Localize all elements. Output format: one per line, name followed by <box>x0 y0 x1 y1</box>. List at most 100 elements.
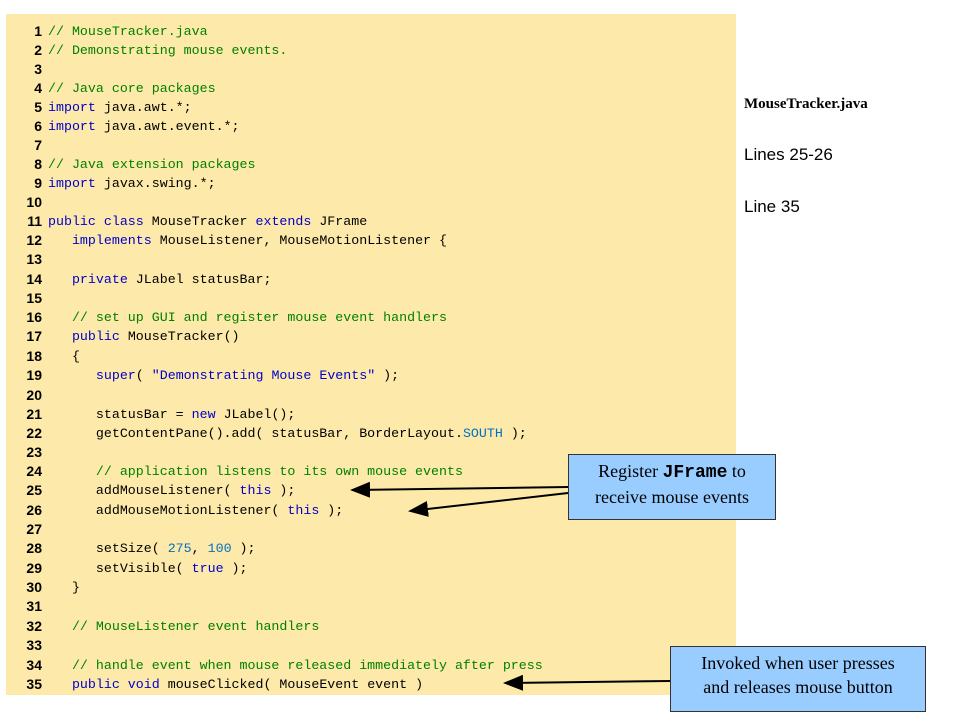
line-number: 8 <box>34 156 42 172</box>
callout-text: receive mouse events <box>595 487 749 507</box>
code-token-keyword: private <box>71 272 128 287</box>
code-token-comment: // MouseTracker.java <box>48 24 208 39</box>
code-token-keyword: true <box>191 561 224 576</box>
code-token-comment: // MouseListener event handlers <box>48 619 320 634</box>
line-number: 25 <box>26 482 42 498</box>
line-number: 14 <box>26 271 42 287</box>
code-token-text: JLabel(); <box>215 407 296 422</box>
callout-code: JFrame <box>662 463 728 483</box>
code-token-string: "Demonstrating Mouse Events" <box>151 368 376 383</box>
line-number: 28 <box>26 540 42 556</box>
line-number: 2 <box>34 42 42 58</box>
code-text: super( "Demonstrating Mouse Events" ); <box>48 366 399 385</box>
code-token-text: addMouseListener( <box>48 483 240 498</box>
code-text: public class MouseTracker extends JFrame <box>48 212 367 231</box>
line-35-reference: Line 35 <box>744 197 800 216</box>
line-number: 15 <box>26 290 42 306</box>
line-number: 5 <box>34 99 42 115</box>
code-text: public MouseTracker() <box>48 327 240 346</box>
line-number: 21 <box>26 406 42 422</box>
code-token-text: MouseTracker() <box>119 329 240 344</box>
line-number: 13 <box>26 251 42 267</box>
file-name-label: MouseTracker.java <box>744 96 868 112</box>
line-number: 3 <box>34 61 42 77</box>
code-token-keyword: import <box>48 176 96 191</box>
code-token-text: ); <box>271 483 296 498</box>
line-number: 24 <box>26 463 42 479</box>
code-token-text: { <box>48 349 80 364</box>
invoked-callout: Invoked when user presses and releases m… <box>670 646 926 712</box>
line-number: 29 <box>26 560 42 576</box>
line-number: 23 <box>26 444 42 460</box>
code-token-text: statusBar = <box>48 407 192 422</box>
code-token-keyword: public void <box>71 677 160 692</box>
code-text: addMouseMotionListener( this ); <box>48 501 343 520</box>
line-number: 7 <box>34 137 42 153</box>
code-token-text: setSize( <box>48 541 168 556</box>
line-number: 20 <box>26 387 42 403</box>
code-token-text: } <box>48 580 80 595</box>
line-number: 1 <box>34 23 42 39</box>
code-token-comment: // application listens to its own mouse … <box>48 464 463 479</box>
code-token-text: JLabel statusBar; <box>127 272 272 287</box>
code-token-const: SOUTH <box>462 426 503 441</box>
code-text: // application listens to its own mouse … <box>48 462 463 481</box>
code-text: // handle event when mouse released imme… <box>48 656 543 675</box>
code-token-text: java.awt.event.*; <box>95 119 240 134</box>
code-text: // MouseListener event handlers <box>48 617 319 636</box>
code-text: // set up GUI and register mouse event h… <box>48 308 447 327</box>
code-text: // Demonstrating mouse events. <box>48 41 287 60</box>
line-number: 6 <box>34 118 42 134</box>
code-token-text: addMouseMotionListener( <box>48 503 288 518</box>
line-number: 26 <box>26 502 42 518</box>
line-number: 22 <box>26 425 42 441</box>
code-token-comment: // Java core packages <box>48 81 216 96</box>
line-number: 16 <box>26 309 42 325</box>
line-number: 32 <box>26 618 42 634</box>
code-token-text: ); <box>223 561 248 576</box>
code-token-keyword: super <box>95 368 136 383</box>
line-number: 19 <box>26 367 42 383</box>
line-number: 27 <box>26 521 42 537</box>
code-text: implements MouseListener, MouseMotionLis… <box>48 231 447 250</box>
arrow-to-line-26 <box>408 492 569 517</box>
code-token-text: mouseClicked( MouseEvent event ) <box>159 677 424 692</box>
code-token-keyword: this <box>287 503 320 518</box>
code-text: } <box>48 578 80 597</box>
code-token-keyword: implements <box>71 233 152 248</box>
code-text: import javax.swing.*; <box>48 174 216 193</box>
line-number: 31 <box>26 598 42 614</box>
code-text: setVisible( true ); <box>48 559 248 578</box>
code-token-text: ); <box>319 503 344 518</box>
line-number: 11 <box>27 213 42 229</box>
code-token-keyword: import <box>48 119 96 134</box>
code-text: import java.awt.event.*; <box>48 117 240 136</box>
code-token-keyword: public class <box>48 214 144 229</box>
code-token-text: java.awt.*; <box>95 100 192 115</box>
line-number: 18 <box>26 348 42 364</box>
code-text: // MouseTracker.java <box>48 22 208 41</box>
line-number: 17 <box>26 328 42 344</box>
callout-text: Invoked when user presses <box>701 653 895 673</box>
code-token-text: javax.swing.*; <box>95 176 216 191</box>
code-text: private JLabel statusBar; <box>48 270 272 289</box>
code-token-comment: // handle event when mouse released imme… <box>48 658 543 673</box>
callout-text: Register <box>598 461 663 481</box>
callout-text: to <box>727 461 746 481</box>
line-number: 33 <box>26 637 42 653</box>
code-text: statusBar = new JLabel(); <box>48 405 296 424</box>
code-token-number: 275 <box>167 541 192 556</box>
arrow-to-line-25 <box>350 481 569 498</box>
code-token-text: JFrame <box>311 214 368 229</box>
code-token-keyword: this <box>239 483 272 498</box>
line-number: 4 <box>34 80 42 96</box>
register-jframe-callout: Register JFrame to receive mouse events <box>568 454 776 520</box>
code-token-number: 100 <box>207 541 232 556</box>
code-text: getContentPane().add( statusBar, BorderL… <box>48 424 527 443</box>
line-number: 30 <box>26 579 42 595</box>
code-text: setSize( 275, 100 ); <box>48 539 256 558</box>
code-token-keyword: extends <box>255 214 312 229</box>
code-token-text: ); <box>231 541 256 556</box>
line-number: 9 <box>34 175 42 191</box>
